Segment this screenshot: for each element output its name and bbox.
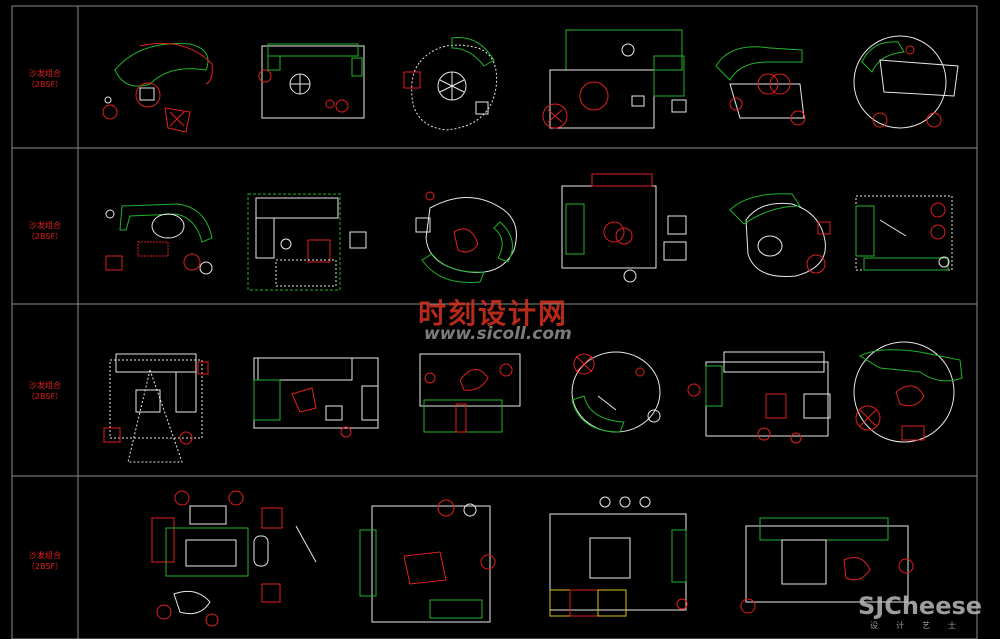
sofa-plan-2-4 — [561, 173, 687, 283]
row-1-title: 沙发组合 — [29, 69, 61, 78]
row-3-code: （2BSF） — [26, 392, 64, 401]
sofa-plan-1-5 — [715, 46, 806, 126]
row-4-label: 沙发组合 （2BSF） — [15, 550, 75, 572]
sofa-plan-3-5 — [687, 351, 831, 444]
sofa-plan-2-5 — [729, 193, 831, 278]
sofa-plan-1-2 — [258, 43, 365, 119]
sofa-plan-3-6 — [853, 341, 963, 443]
row-1-label: 沙发组合 （2BSF） — [15, 68, 75, 90]
sofa-plan-4-3 — [549, 496, 688, 617]
watermark-brand: SJCheese — [858, 592, 983, 620]
row-4-title: 沙发组合 — [29, 551, 61, 560]
sofa-plan-3-4 — [571, 351, 661, 433]
row-2-title: 沙发组合 — [29, 221, 61, 230]
sofa-plan-1-3 — [403, 36, 498, 131]
row-2-code: （2BSF） — [26, 232, 64, 241]
watermark-site-name: 时刻设计网 — [418, 297, 569, 330]
sofa-plan-1-4 — [542, 29, 687, 129]
sofa-plan-2-3 — [415, 191, 517, 284]
sofa-plan-4-4 — [740, 517, 914, 614]
sofa-plan-2-1 — [105, 203, 213, 275]
sofa-plan-4-1 — [151, 490, 317, 627]
row-4-code: （2BSF） — [26, 562, 64, 571]
watermark-brand-sub: 设计艺士 — [870, 621, 974, 630]
sofa-plan-3-2 — [253, 357, 379, 438]
sofa-plan-2-6 — [855, 195, 953, 271]
watermark-site-url: www.sicoll.com — [424, 324, 572, 344]
table-frame — [11, 5, 978, 639]
sofa-plan-2-2 — [247, 193, 367, 291]
sofa-plan-1-6 — [853, 35, 959, 129]
row-2-label: 沙发组合 （2BSF） — [15, 220, 75, 242]
sofa-plan-1-1 — [102, 42, 213, 133]
row-1-code: （2BSF） — [26, 80, 64, 89]
sofa-plan-3-1 — [103, 353, 209, 463]
sofa-plan-4-2 — [359, 499, 496, 623]
row-3-label: 沙发组合 （2BSF） — [15, 380, 75, 402]
sofa-plan-3-3 — [419, 353, 521, 433]
row-3-title: 沙发组合 — [29, 381, 61, 390]
